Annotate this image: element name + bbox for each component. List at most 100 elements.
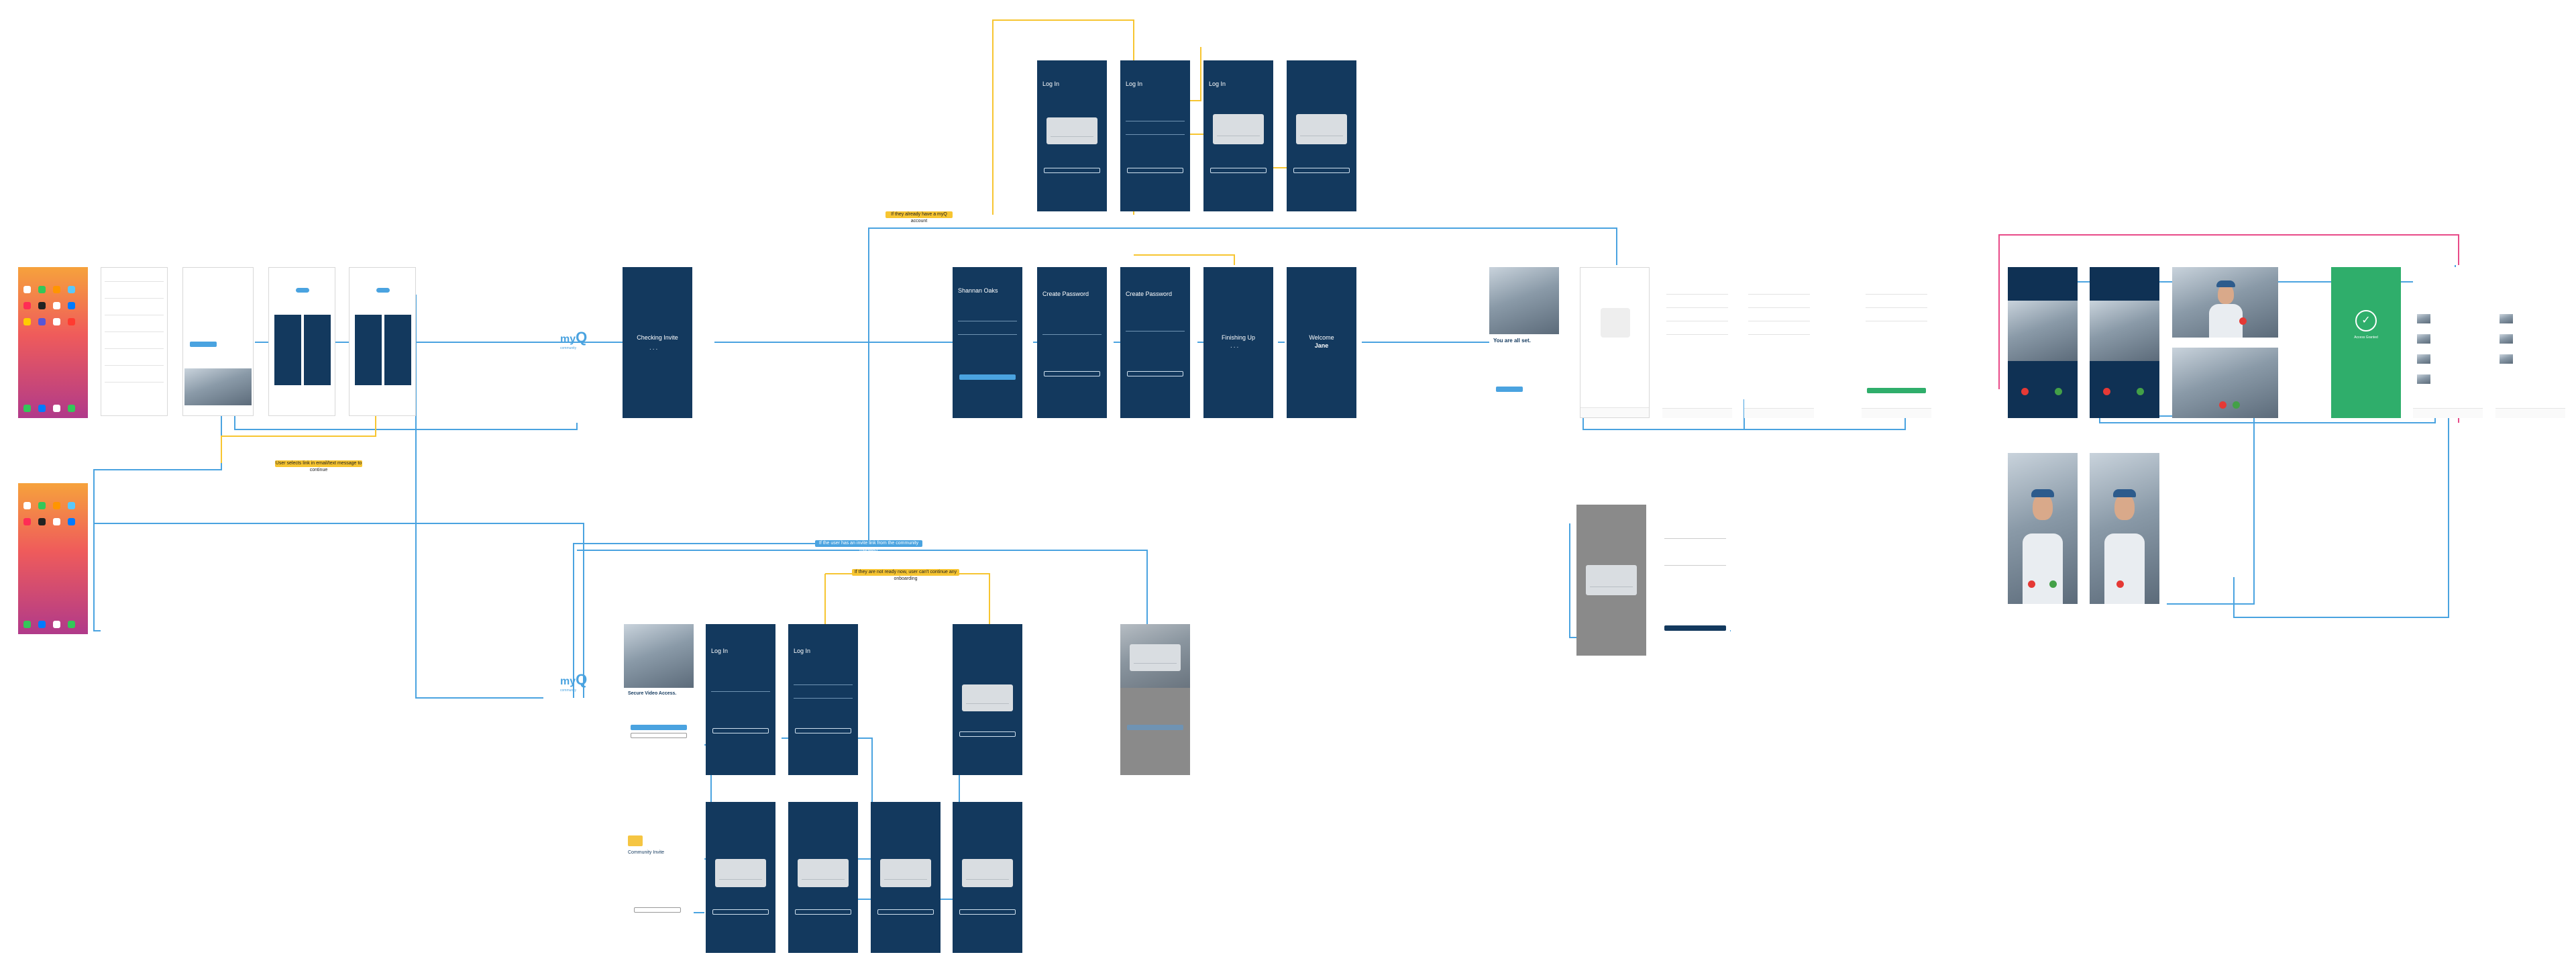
accept-invite-button[interactable] (631, 725, 687, 730)
connector-line (221, 416, 376, 463)
continue-button[interactable] (959, 374, 1016, 380)
app-icon[interactable] (23, 518, 31, 525)
app-icon[interactable] (68, 302, 75, 309)
password-field[interactable] (1042, 334, 1102, 335)
dock-icon[interactable] (53, 405, 60, 412)
tab-bar (1662, 408, 1732, 418)
app-icon[interactable] (53, 302, 60, 309)
continue-button[interactable] (634, 907, 681, 913)
visitor-face (2114, 493, 2135, 520)
dock-icon[interactable] (23, 405, 31, 412)
dialog-screen-bottom-4 (953, 802, 1022, 953)
dock-icon[interactable] (38, 405, 46, 412)
decline-call-icon[interactable] (2021, 388, 2029, 395)
app-icon[interactable] (38, 302, 46, 309)
activity-screen-2 (2496, 267, 2565, 418)
email-field[interactable] (794, 684, 853, 685)
dock-icon[interactable] (68, 405, 75, 412)
accept-call-icon[interactable] (2055, 388, 2062, 395)
login-button[interactable] (631, 733, 687, 738)
visitor-body (2209, 304, 2243, 338)
activity-thumbnail (2417, 374, 2430, 384)
primary-button[interactable] (959, 909, 1016, 915)
continue-button[interactable] (1044, 371, 1100, 376)
decline-call-icon[interactable] (2239, 317, 2247, 325)
live-video-portrait-2 (2090, 453, 2159, 604)
app-icon[interactable] (68, 502, 75, 509)
app-icon[interactable] (68, 518, 75, 525)
app-icon[interactable] (38, 286, 46, 293)
app-icon[interactable] (53, 518, 60, 525)
app-icon[interactable] (53, 286, 60, 293)
divider (1666, 294, 1728, 295)
primary-button[interactable] (1293, 168, 1350, 173)
access-granted-screen: ✓ Access Granted (2331, 267, 2401, 418)
password-field[interactable] (1126, 331, 1185, 332)
decline-call-icon[interactable] (2103, 388, 2110, 395)
login-email-sent-screen (1287, 60, 1356, 211)
open-app-button[interactable] (376, 288, 390, 293)
error-dialog (962, 684, 1013, 711)
primary-button[interactable] (795, 909, 851, 915)
login-button[interactable] (712, 728, 769, 733)
app-icon[interactable] (38, 502, 46, 509)
tab-bar (1744, 408, 1814, 418)
visitor-body (2023, 533, 2063, 604)
tab-bar (2413, 408, 2483, 418)
app-icon[interactable] (23, 302, 31, 309)
primary-button[interactable] (712, 909, 769, 915)
accept-call-icon[interactable] (2049, 580, 2057, 588)
dock-icon[interactable] (23, 621, 31, 628)
logo-subtitle: community (560, 346, 577, 350)
account-settings-screen-alt (1862, 267, 1931, 418)
accept-call-icon[interactable] (2137, 388, 2144, 395)
activity-thumbnail (2500, 334, 2513, 344)
dock-icon[interactable] (68, 621, 75, 628)
save-password-button[interactable] (1664, 625, 1726, 631)
accept-invite-button[interactable] (1127, 725, 1183, 730)
mail-inbox-screen (101, 267, 168, 416)
app-icon[interactable] (23, 286, 31, 293)
logo-q: Q (576, 329, 588, 346)
app-icon[interactable] (68, 318, 75, 325)
decline-call-icon[interactable] (2028, 580, 2035, 588)
continue-button[interactable] (1127, 371, 1183, 376)
accept-call-icon[interactable] (2233, 401, 2240, 409)
get-app-button[interactable] (296, 288, 309, 293)
current-password-field[interactable] (1664, 538, 1726, 539)
email-field[interactable] (958, 334, 1017, 335)
get-started-button[interactable] (1496, 387, 1523, 392)
hero-image (624, 624, 694, 688)
all-set-screen: You are all set. (1489, 267, 1559, 418)
app-icon[interactable] (38, 318, 46, 325)
visitor-face (2033, 493, 2053, 520)
app-icon[interactable] (38, 518, 46, 525)
dock-icon[interactable] (53, 621, 60, 628)
new-password-field[interactable] (1664, 565, 1726, 566)
app-icon[interactable] (53, 318, 60, 325)
primary-button[interactable] (1044, 168, 1100, 173)
app-icon[interactable] (53, 502, 60, 509)
email-field[interactable] (711, 691, 770, 692)
community-invite-screen: Community Invite (624, 802, 694, 923)
tab-bar (1862, 408, 1931, 418)
decline-call-icon[interactable] (2116, 580, 2124, 588)
password-field[interactable] (1126, 134, 1185, 135)
save-button[interactable] (1867, 388, 1926, 393)
login-button[interactable] (1127, 168, 1183, 173)
primary-button[interactable] (959, 731, 1016, 737)
info-dialog (962, 859, 1013, 887)
divider (1866, 307, 1927, 308)
decline-call-icon[interactable] (2219, 401, 2226, 409)
password-field[interactable] (794, 698, 853, 699)
primary-button[interactable] (877, 909, 934, 915)
app-icon[interactable] (23, 318, 31, 325)
app-icon[interactable] (68, 286, 75, 293)
dock-icon[interactable] (38, 621, 46, 628)
info-dialog (715, 859, 766, 887)
login-button[interactable] (795, 728, 851, 733)
app-icon[interactable] (23, 502, 31, 509)
logo-mark: my (560, 334, 576, 345)
primary-button[interactable] (1210, 168, 1267, 173)
accept-invite-button[interactable] (190, 342, 217, 347)
